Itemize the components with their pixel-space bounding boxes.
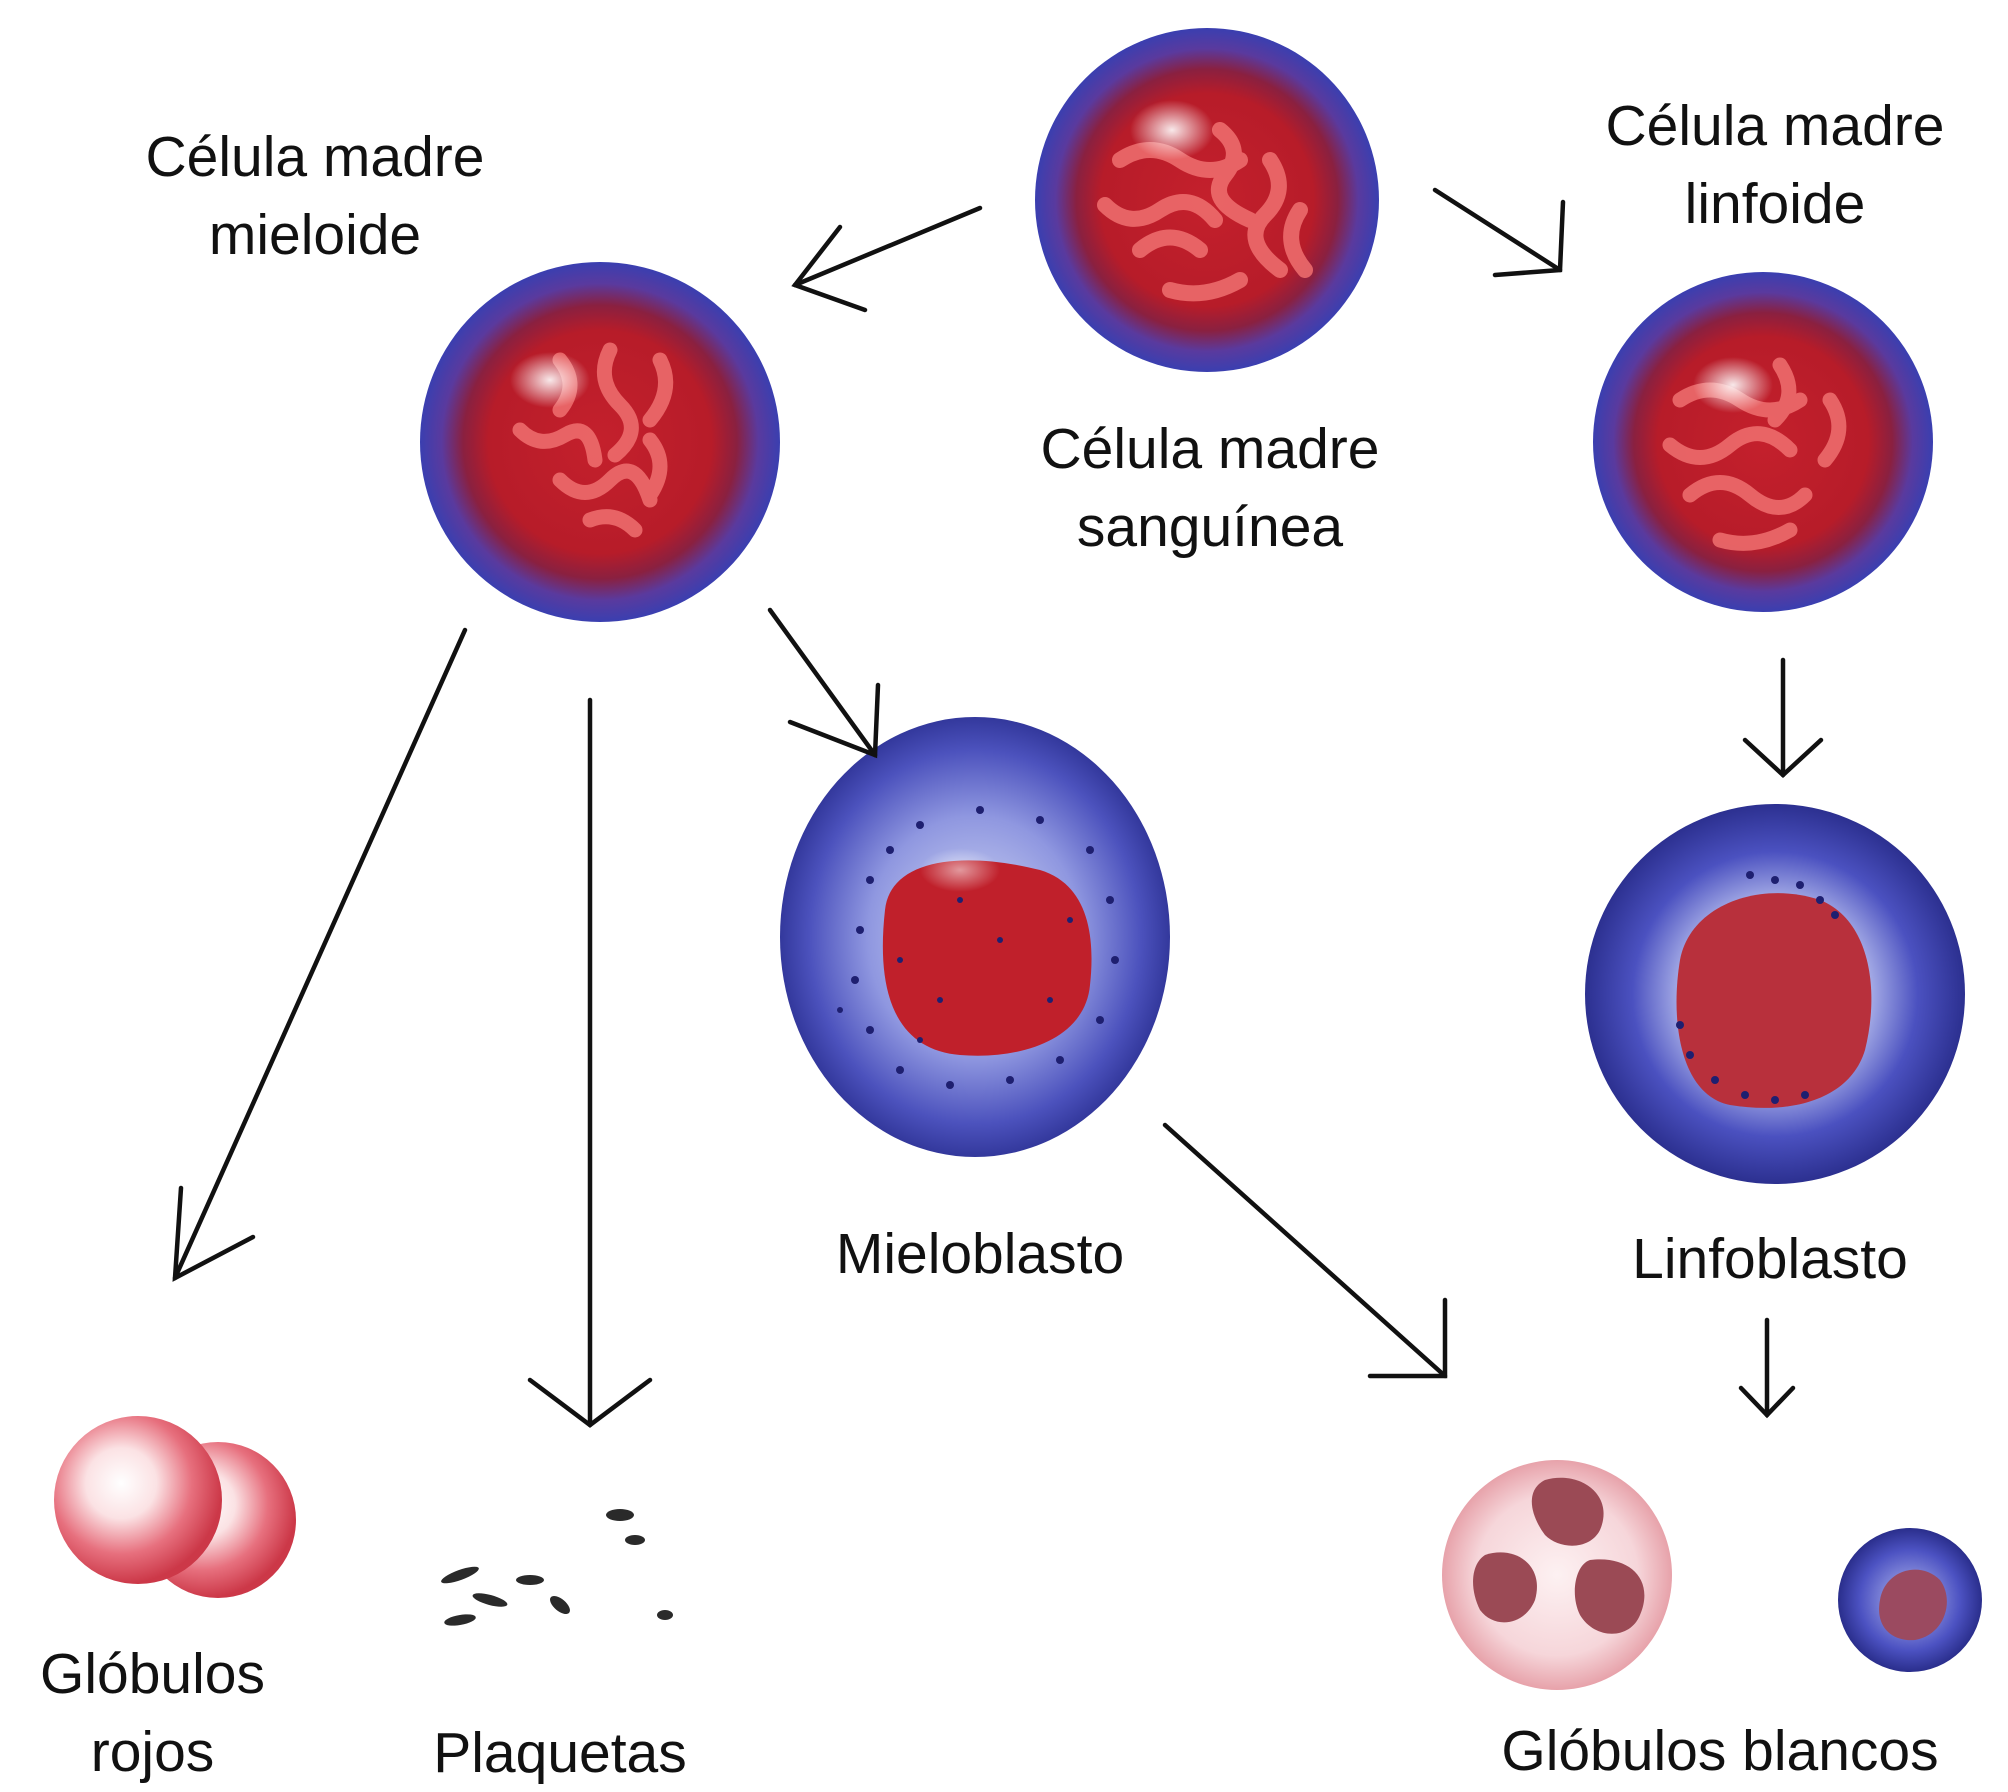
lymphoid-stem-cell [1593, 272, 1933, 612]
arrow-myeloid-to-platelets [527, 697, 653, 1428]
label-red-cells-line1: Glóbulos [40, 1642, 265, 1706]
label-lymphoid-stem-line1: Célula madre [1605, 94, 1945, 158]
lymphoblast [1585, 804, 1965, 1184]
arrow-lymphoblast-to-white-cells [1738, 1317, 1796, 1419]
arrow-lymphoid-to-lymphoblast [1742, 657, 1824, 779]
label-lymphoid-stem-cell: Célula madre linfoide [1555, 87, 1995, 243]
label-myeloblast: Mieloblasto [835, 1222, 1125, 1286]
label-platelets: Plaquetas [433, 1721, 687, 1785]
label-blood-stem-cell: Célula madre sanguínea [975, 410, 1445, 566]
label-blood-stem-line1: Célula madre [1040, 417, 1380, 481]
neutrophil [1442, 1460, 1672, 1690]
label-red-cells-line2: rojos [90, 1720, 215, 1784]
label-myeloid-stem-line1: Célula madre [145, 125, 485, 189]
myeloblast [780, 717, 1170, 1157]
myeloid-stem-cell [420, 262, 780, 622]
label-lymphoblast: Linfoblasto [1632, 1227, 1908, 1291]
label-red-blood-cells: Glóbulos rojos [0, 1635, 305, 1791]
arrow-myeloid-to-red-cells [172, 627, 468, 1282]
label-lymphoid-stem-line2: linfoide [1684, 172, 1866, 236]
arrow-blood-to-lymphoid [1432, 187, 1566, 278]
lymphocyte [1838, 1528, 1982, 1672]
arrow-myeloid-to-myeloblast [767, 607, 881, 759]
label-myeloid-stem-cell: Célula madre mieloide [85, 118, 545, 274]
red-blood-cells [54, 1416, 296, 1598]
platelets [441, 1509, 673, 1626]
arrow-blood-to-myeloid [791, 205, 983, 313]
blood-stem-cell [1035, 28, 1379, 372]
label-blood-stem-line2: sanguínea [1076, 495, 1344, 559]
arrow-myeloblast-to-white-cells [1162, 1122, 1448, 1379]
arrows [172, 187, 1824, 1428]
label-myeloid-stem-line2: mieloide [208, 203, 422, 267]
label-white-blood-cells: Glóbulos blancos [1501, 1719, 1939, 1783]
